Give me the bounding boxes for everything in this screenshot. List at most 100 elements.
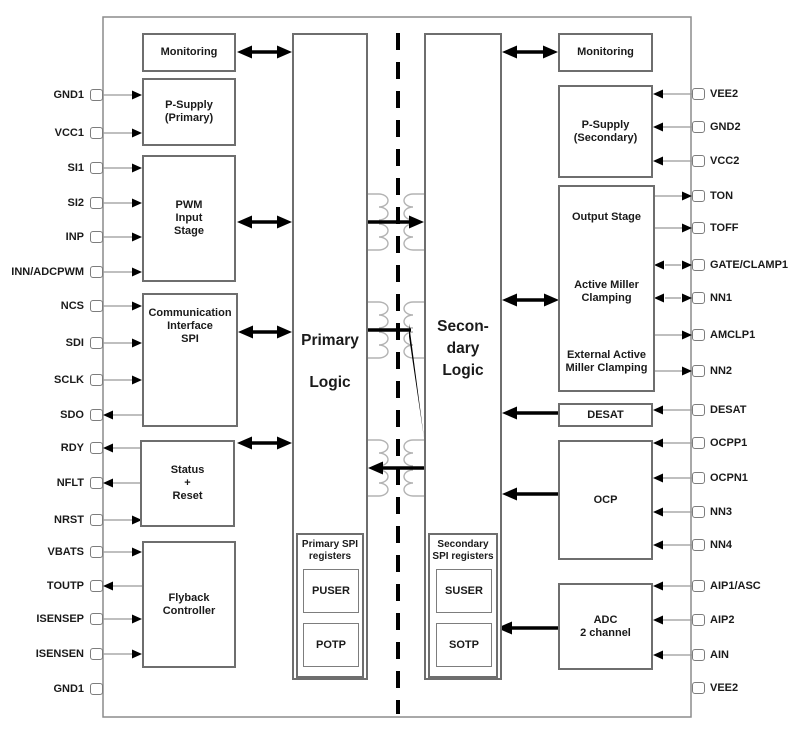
external-active-miller-clamping-label: External Active Miller Clamping: [565, 349, 648, 374]
block-monitoring-primary: Monitoring: [142, 33, 236, 72]
pin-si1: [90, 162, 103, 174]
bidirectional-arrows-primary: [237, 45, 292, 450]
secondary-spi-registers-title: Secondary SPI registers: [432, 539, 494, 562]
pin-sdi: [90, 337, 103, 349]
pin-gnd2: [692, 121, 705, 133]
pin-toff: [692, 222, 705, 234]
register-potp: POTP: [303, 623, 359, 667]
register-suser: SUSER: [436, 569, 492, 613]
pin-gnd1: [90, 89, 103, 101]
pin-gate-clamp1: [692, 259, 705, 271]
pin-label-inp: INP: [65, 231, 84, 243]
pin-label-rdy: RDY: [60, 442, 84, 454]
pin-aip1-asc: [692, 580, 705, 592]
block-status-reset: Status + Reset: [140, 440, 235, 527]
pin-nn4: [692, 539, 705, 551]
pin-vcc2: [692, 155, 705, 167]
pin-nrst: [90, 514, 103, 526]
pin-label-isensep: ISENSEP: [36, 613, 84, 625]
pin-label-nn4: NN4: [710, 539, 733, 551]
pin-inp: [90, 231, 103, 243]
pin-label-inn-adcpwm: INN/ADCPWM: [11, 266, 84, 278]
output-stage-label: Output Stage: [571, 211, 642, 223]
pin-isensep: [90, 613, 103, 625]
pin-amclp1: [692, 329, 705, 341]
pin-label-si2: SI2: [67, 197, 84, 209]
pin-nflt: [90, 477, 103, 489]
pin-label-toff: TOFF: [710, 222, 739, 234]
left-pin-input-lines: [102, 90, 142, 659]
isolation-crossing-arrows: [368, 215, 426, 475]
pin-label-ncs: NCS: [60, 300, 84, 312]
transformer-icon-middle: [368, 301, 424, 359]
pin-aip2: [692, 614, 705, 626]
block-communication-interface-spi: Communication Interface SPI: [142, 293, 238, 427]
block-primary-spi-registers: Primary SPI registers PUSER POTP: [296, 533, 364, 678]
right-pin-output-lines: [655, 191, 692, 376]
pin-label-isensen: ISENSEN: [35, 648, 84, 660]
register-sotp: SOTP: [436, 623, 492, 667]
pin-vee2: [692, 88, 705, 100]
right-pin-input-lines: [653, 89, 692, 660]
left-pin-output-lines: [103, 410, 142, 591]
pin-label-vbats: VBATS: [47, 546, 84, 558]
pin-label-gnd1-bottom: GND1: [53, 683, 84, 695]
pin-label-nrst: NRST: [54, 514, 84, 526]
pin-label-nn1: NN1: [710, 292, 733, 304]
chip-outline: [102, 16, 692, 718]
pin-label-nn3: NN3: [710, 506, 733, 518]
pin-label-nn2: NN2: [710, 365, 733, 377]
pin-gnd1-bottom: [90, 683, 103, 695]
right-pin-bidirectional-lines: [654, 260, 692, 303]
pin-label-aip1-asc: AIP1/ASC: [710, 580, 761, 592]
pin-nn2: [692, 365, 705, 377]
block-pwm-input-stage: PWM Input Stage: [142, 155, 236, 282]
pin-label-gnd1: GND1: [53, 89, 84, 101]
block-monitoring-secondary: Monitoring: [558, 33, 653, 72]
pin-desat: [692, 404, 705, 416]
active-miller-clamping-label: Active Miller Clamping: [574, 279, 639, 304]
block-output-stage: Output Stage Active Miller Clamping Exte…: [558, 185, 655, 392]
pin-sdo: [90, 409, 103, 421]
block-adc-2-channel: ADC 2 channel: [558, 583, 653, 670]
arrows-secondary: [497, 45, 559, 635]
block-ocp: OCP: [558, 440, 653, 560]
register-puser: PUSER: [303, 569, 359, 613]
block-p-supply-secondary: P-Supply (Secondary): [558, 85, 653, 178]
pin-label-si1: SI1: [67, 162, 84, 174]
pin-label-sclk: SCLK: [54, 374, 84, 386]
pin-nn3: [692, 506, 705, 518]
pin-label-vcc1: VCC1: [54, 127, 84, 139]
pin-sclk: [90, 374, 103, 386]
pin-toutp: [90, 580, 103, 592]
secondary-logic-label: Secon- dary Logic: [437, 318, 489, 379]
pin-label-ain: AIN: [710, 649, 729, 661]
pin-ton: [692, 190, 705, 202]
block-desat: DESAT: [558, 403, 653, 427]
pin-vee2-bottom: [692, 682, 705, 694]
block-p-supply-primary: P-Supply (Primary): [142, 78, 236, 146]
pin-inn-adcpwm: [90, 266, 103, 278]
pin-rdy: [90, 442, 103, 454]
pin-label-aip2: AIP2: [710, 614, 735, 626]
pin-label-sdi: SDI: [65, 337, 84, 349]
pin-label-amclp1: AMCLP1: [710, 329, 756, 341]
pin-label-vee2: VEE2: [710, 88, 739, 100]
primary-logic-label: Primary Logic: [301, 332, 359, 391]
pin-label-vee2-bottom: VEE2: [710, 682, 739, 694]
pin-label-desat: DESAT: [710, 404, 747, 416]
primary-spi-registers-title: Primary SPI registers: [301, 539, 359, 562]
transformer-icon-top: [368, 193, 424, 251]
pin-label-vcc2: VCC2: [710, 155, 740, 167]
pin-ain: [692, 649, 705, 661]
pin-label-toutp: TOUTP: [46, 580, 84, 592]
block-secondary-spi-registers: Secondary SPI registers SUSER SOTP: [428, 533, 498, 678]
pin-vbats: [90, 546, 103, 558]
block-flyback-controller: Flyback Controller: [142, 541, 236, 668]
pin-label-ocpp1: OCPP1: [710, 437, 748, 449]
pin-label-nflt: NFLT: [56, 477, 84, 489]
pin-nn1: [692, 292, 705, 304]
pin-vcc1: [90, 127, 103, 139]
